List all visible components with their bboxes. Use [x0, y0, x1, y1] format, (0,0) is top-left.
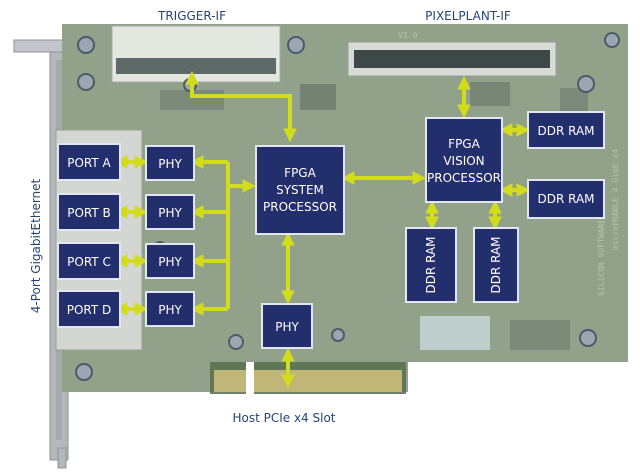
fpga-system-line2: SYSTEM [276, 183, 324, 197]
block-fpga-system-processor: FPGA SYSTEM PROCESSOR [256, 146, 344, 234]
block-phy-b: PHY [146, 195, 194, 229]
fpga-system-line3: PROCESSOR [263, 200, 337, 214]
port-d-label: PORT D [67, 303, 112, 317]
pixelplant-if-label: PIXELPLANT-IF [425, 9, 511, 23]
block-phy-c: PHY [146, 244, 194, 278]
ddr-ram-4-label: DDR RAM [489, 236, 503, 293]
block-phy-a: PHY [146, 146, 194, 180]
block-port-d: PORT D [58, 291, 120, 327]
board-name-mark: microENABLE 4 GigE x4 [611, 149, 620, 250]
block-port-c: PORT C [58, 243, 120, 279]
port-a-label: PORT A [67, 156, 111, 170]
port-c-label: PORT C [67, 255, 111, 269]
port-b-label: PORT B [67, 206, 111, 220]
phy-b-label: PHY [158, 206, 182, 220]
board-version-mark: V1.0 [398, 31, 417, 40]
vendor-mark: SILICON SOFTWARE [597, 219, 606, 296]
phy-pcie-label: PHY [275, 320, 299, 334]
block-phy-pcie: PHY [262, 304, 312, 348]
phy-a-label: PHY [158, 157, 182, 171]
block-ddr-ram-1: DDR RAM [528, 112, 604, 148]
phy-c-label: PHY [158, 255, 182, 269]
phy-d-label: PHY [158, 303, 182, 317]
ddr-ram-2-label: DDR RAM [537, 192, 594, 206]
trigger-if-label: TRIGGER-IF [157, 9, 226, 23]
ddr-ram-1-label: DDR RAM [537, 124, 594, 138]
block-port-a: PORT A [58, 144, 120, 180]
host-slot-label: Host PCIe x4 Slot [232, 411, 335, 425]
block-port-b: PORT B [58, 194, 120, 230]
ddr-ram-3-label: DDR RAM [424, 236, 438, 293]
block-phy-d: PHY [146, 292, 194, 326]
block-ddr-ram-3: DDR RAM [406, 228, 456, 302]
block-fpga-vision-processor: FPGA VISION PROCESSOR [426, 118, 502, 202]
fpga-system-line1: FPGA [284, 166, 316, 180]
fpga-vision-line1: FPGA [448, 137, 480, 151]
fpga-vision-line3: PROCESSOR [427, 171, 501, 185]
side-label: 4-Port GigabitEthernet [29, 178, 43, 313]
fpga-vision-line2: VISION [443, 154, 484, 168]
block-ddr-ram-2: DDR RAM [528, 180, 604, 218]
block-ddr-ram-4: DDR RAM [474, 228, 518, 302]
